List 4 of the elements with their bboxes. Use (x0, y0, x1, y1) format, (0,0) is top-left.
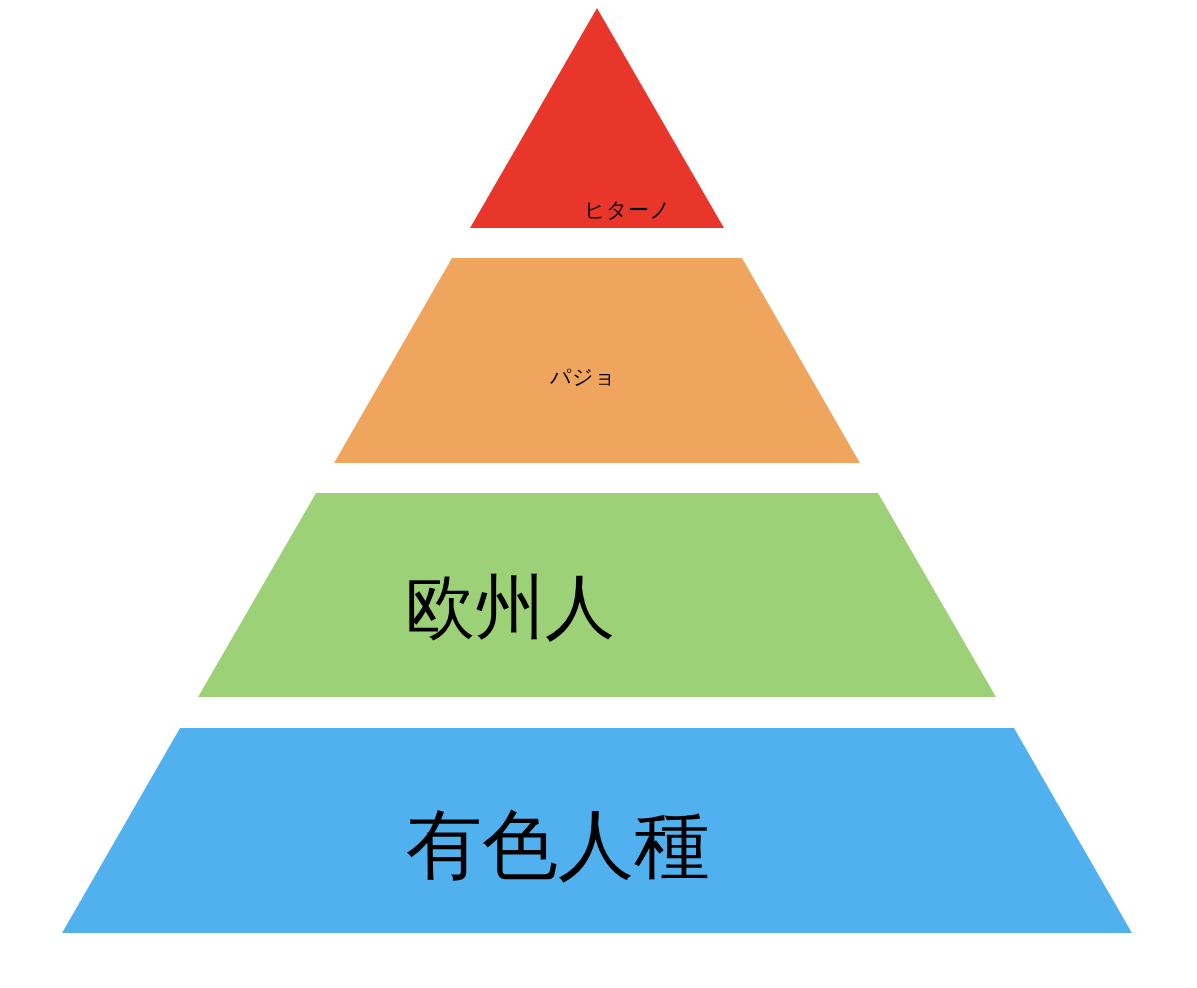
tier-label: ヒターノ (583, 199, 671, 221)
tier-label: 欧州人 (405, 572, 615, 642)
tier-label: 有色人種 (406, 807, 710, 883)
tier-label: パジョ (550, 366, 616, 388)
